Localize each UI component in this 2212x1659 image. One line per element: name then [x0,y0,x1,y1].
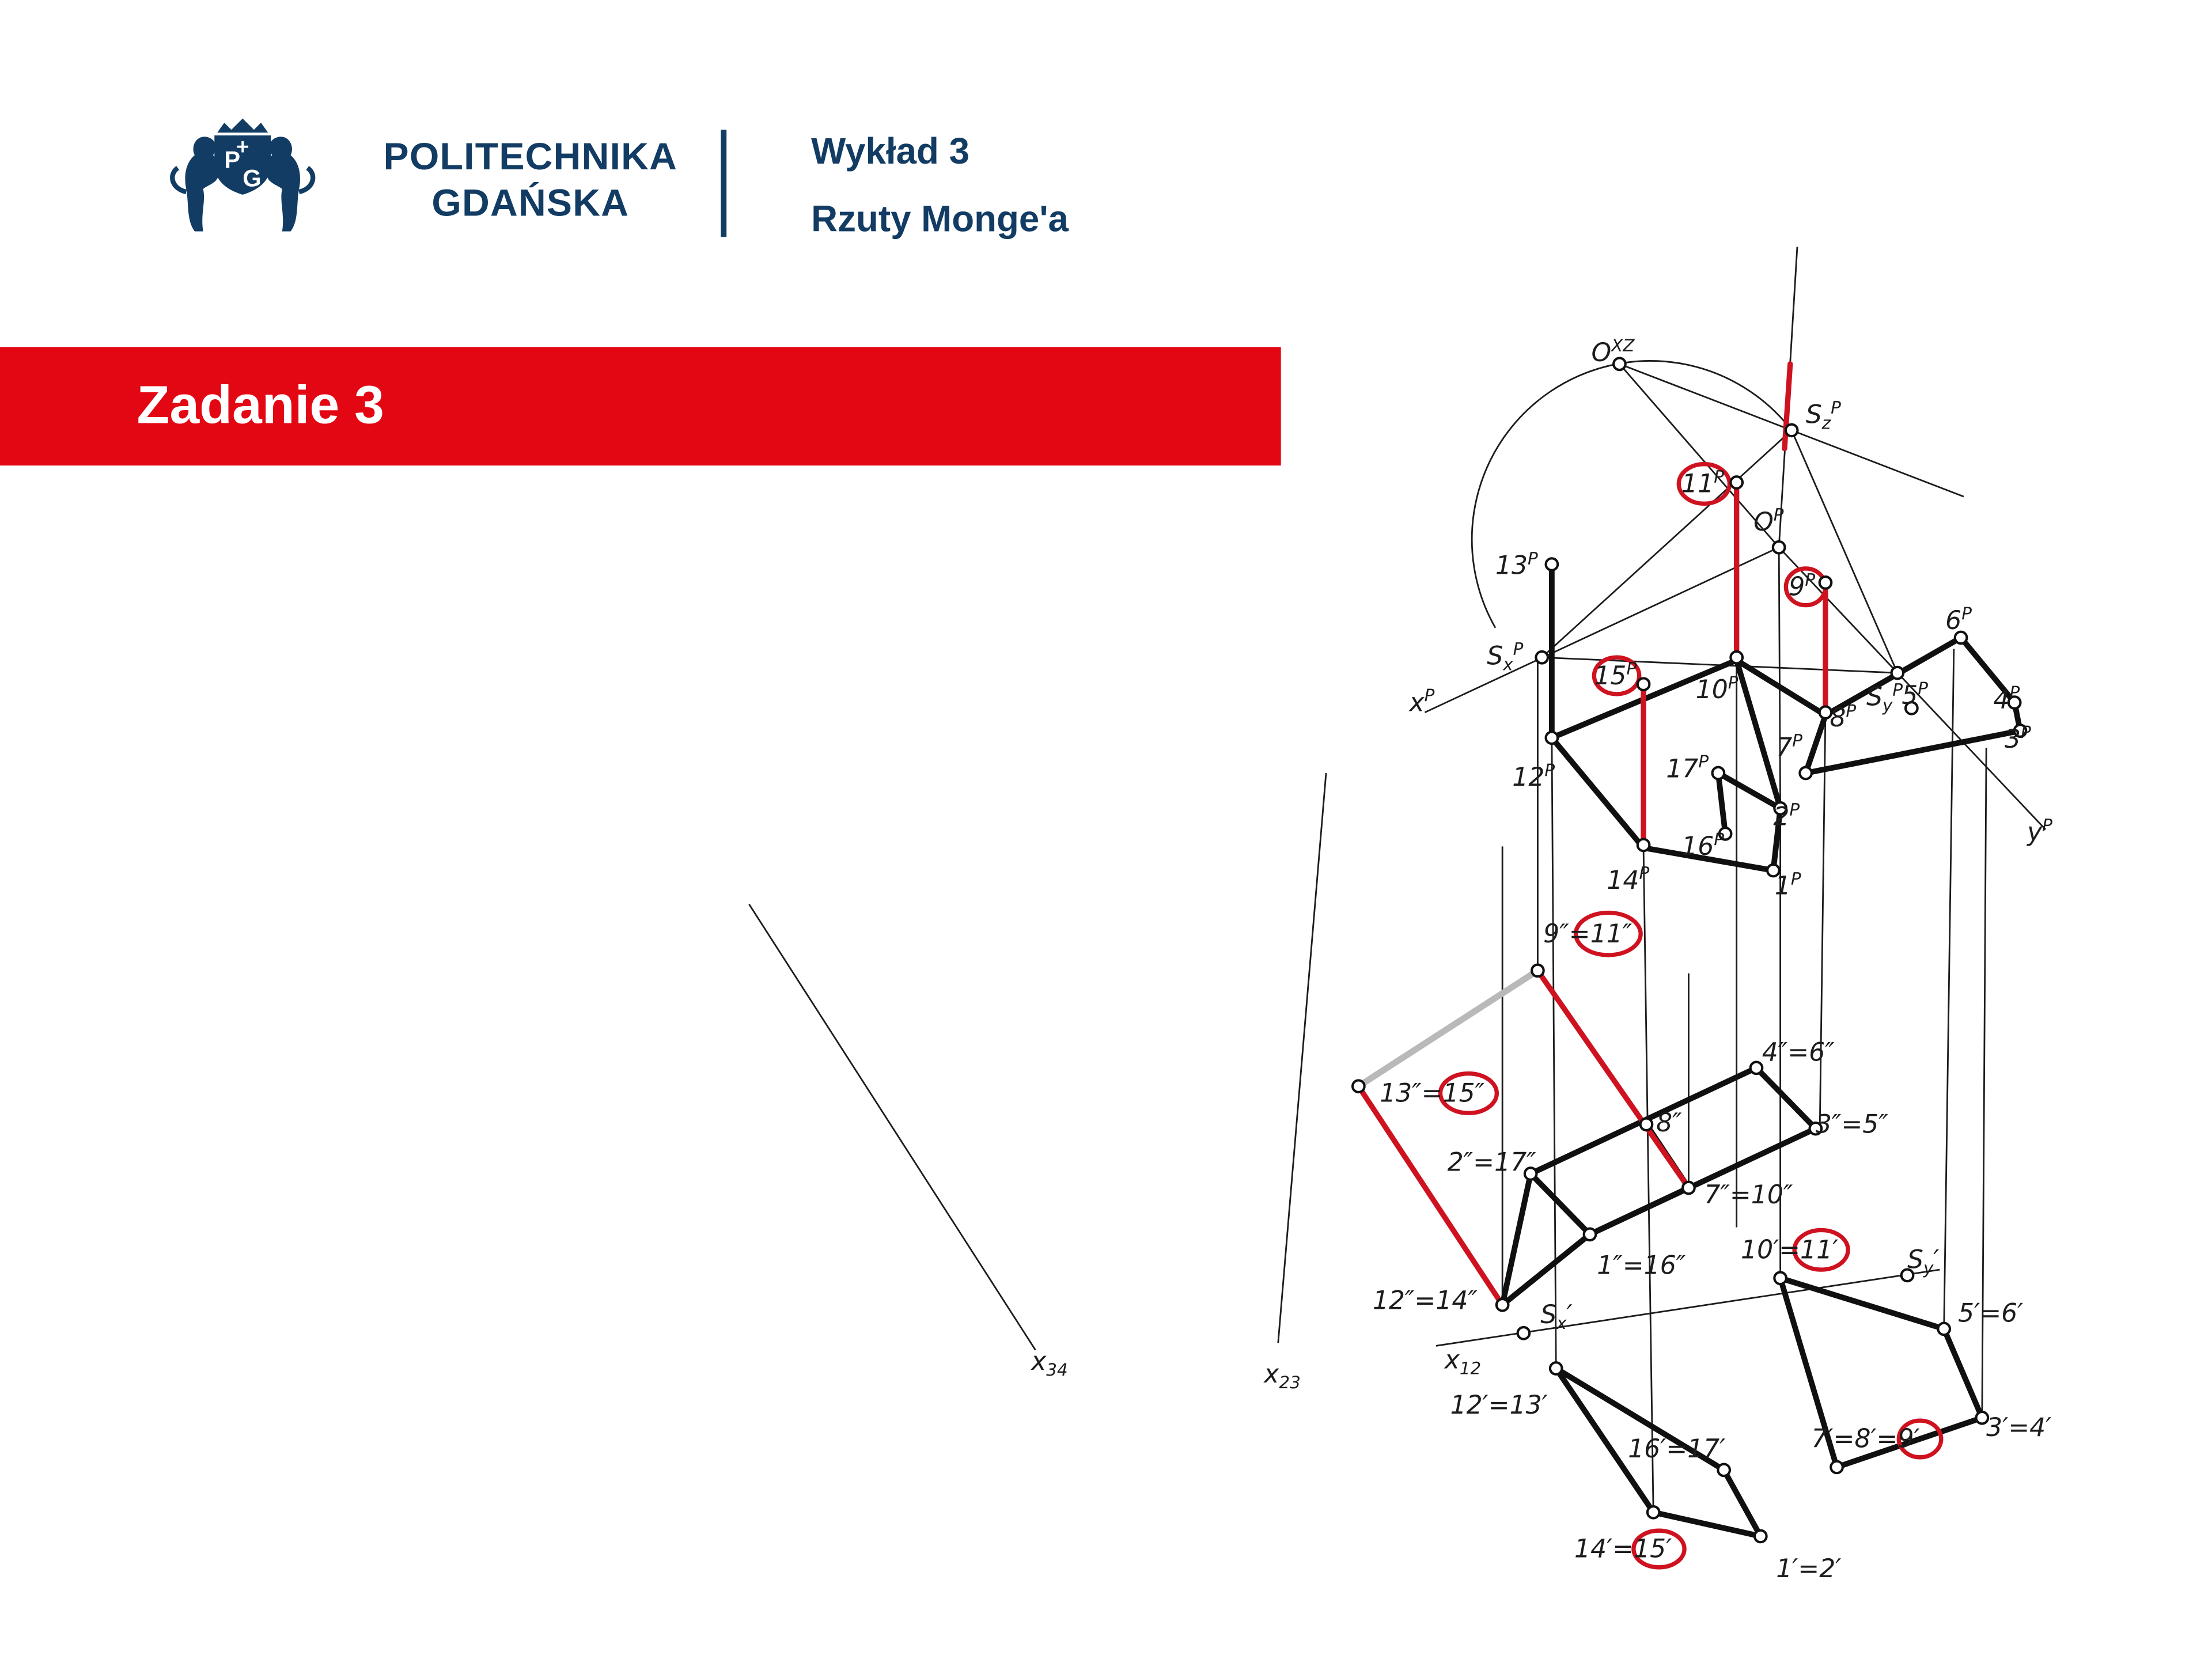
point-label: x12 [1444,1346,1481,1378]
point-label: 5P [1902,679,1928,710]
lecture-title: Wykład 3 [811,130,970,172]
point-label: 2P [1773,800,1800,832]
point-label: 3P [2005,722,2031,754]
point-label: 13″=15″ [1380,1079,1485,1108]
point-label: SzP [1806,398,1841,433]
point-label: 14P [1607,863,1649,895]
point-label: 5′=6′ [1958,1299,2023,1328]
lecture-subtitle: Rzuty Monge'a [811,197,1069,240]
construction-lines [748,247,2047,1513]
lecture-header: Wykład 3 Rzuty Monge'a [811,130,1069,241]
lion-left-icon [170,137,220,232]
point-label: 1P [1775,869,1801,901]
point-markers [1351,357,2028,1544]
point-label: 10′=11′ [1741,1235,1838,1264]
point-label: yP [2026,815,2052,847]
point-label: 15P [1594,659,1637,691]
point-label: 6P [1945,604,1972,635]
point-label: xP [1408,685,1435,717]
point-label: 17P [1666,752,1709,783]
university-logo: P G [170,118,316,232]
point-label: 8P [1830,701,1856,733]
point-label: 1″=16″ [1597,1251,1686,1280]
point-label: 12″=14″ [1373,1286,1478,1316]
point-label: OXZ [1591,336,1635,368]
point-label: 2″=17″ [1448,1148,1537,1177]
logo-monogram-g: G [243,164,261,191]
point-label: SxP [1487,639,1523,674]
gray-helper-segment [1355,967,1541,1090]
header-divider [721,130,726,237]
point-label: 9″=11″ [1543,919,1633,949]
lion-right-icon [265,137,316,232]
institution-line2: GDAŃSKA [431,181,630,225]
point-label: 8″ [1656,1108,1682,1138]
point-label: 12′=13′ [1450,1391,1548,1420]
point-label: 4″=6″ [1762,1038,1835,1067]
task-banner-label: Zadanie 3 [137,376,384,435]
point-label: 1′=2′ [1776,1554,1841,1584]
point-label: 9P [1789,570,1815,601]
institution-name: POLITECHNIKA GDAŃSKA [364,134,697,228]
point-label: Sy′ [1907,1245,1939,1278]
top-view-solid [1553,1275,1985,1539]
institution-line1: POLITECHNIKA [383,135,678,178]
point-label: 16P [1681,830,1724,861]
point-label: 7″=10″ [1704,1180,1793,1210]
point-label: 14′=15′ [1574,1535,1672,1564]
logo-monogram-p: P [224,146,240,173]
point-label: x34 [1030,1347,1067,1380]
point-label: 11P [1681,467,1724,499]
point-label: 10P [1696,673,1738,704]
point-label: 3′=4′ [1986,1413,2051,1442]
shield-icon: P G [214,118,271,195]
point-label: 7P [1776,731,1802,763]
point-label: x23 [1263,1359,1300,1392]
point-label: Sx′ [1540,1300,1572,1333]
point-label: 12P [1512,760,1555,792]
task-banner: Zadanie 3 [0,347,1281,466]
point-label: 16′=17′ [1628,1434,1725,1464]
point-label: OP [1753,505,1784,537]
red-height-segments [1355,361,1828,1308]
point-label: 13P [1495,549,1538,581]
highlight-rings [1438,462,1944,1570]
point-label: SyP [1866,680,1903,715]
point-label: 4P [1993,683,2020,714]
point-label: 3″=5″ [1816,1110,1888,1139]
point-label: 7′=8′=9′ [1811,1425,1919,1454]
